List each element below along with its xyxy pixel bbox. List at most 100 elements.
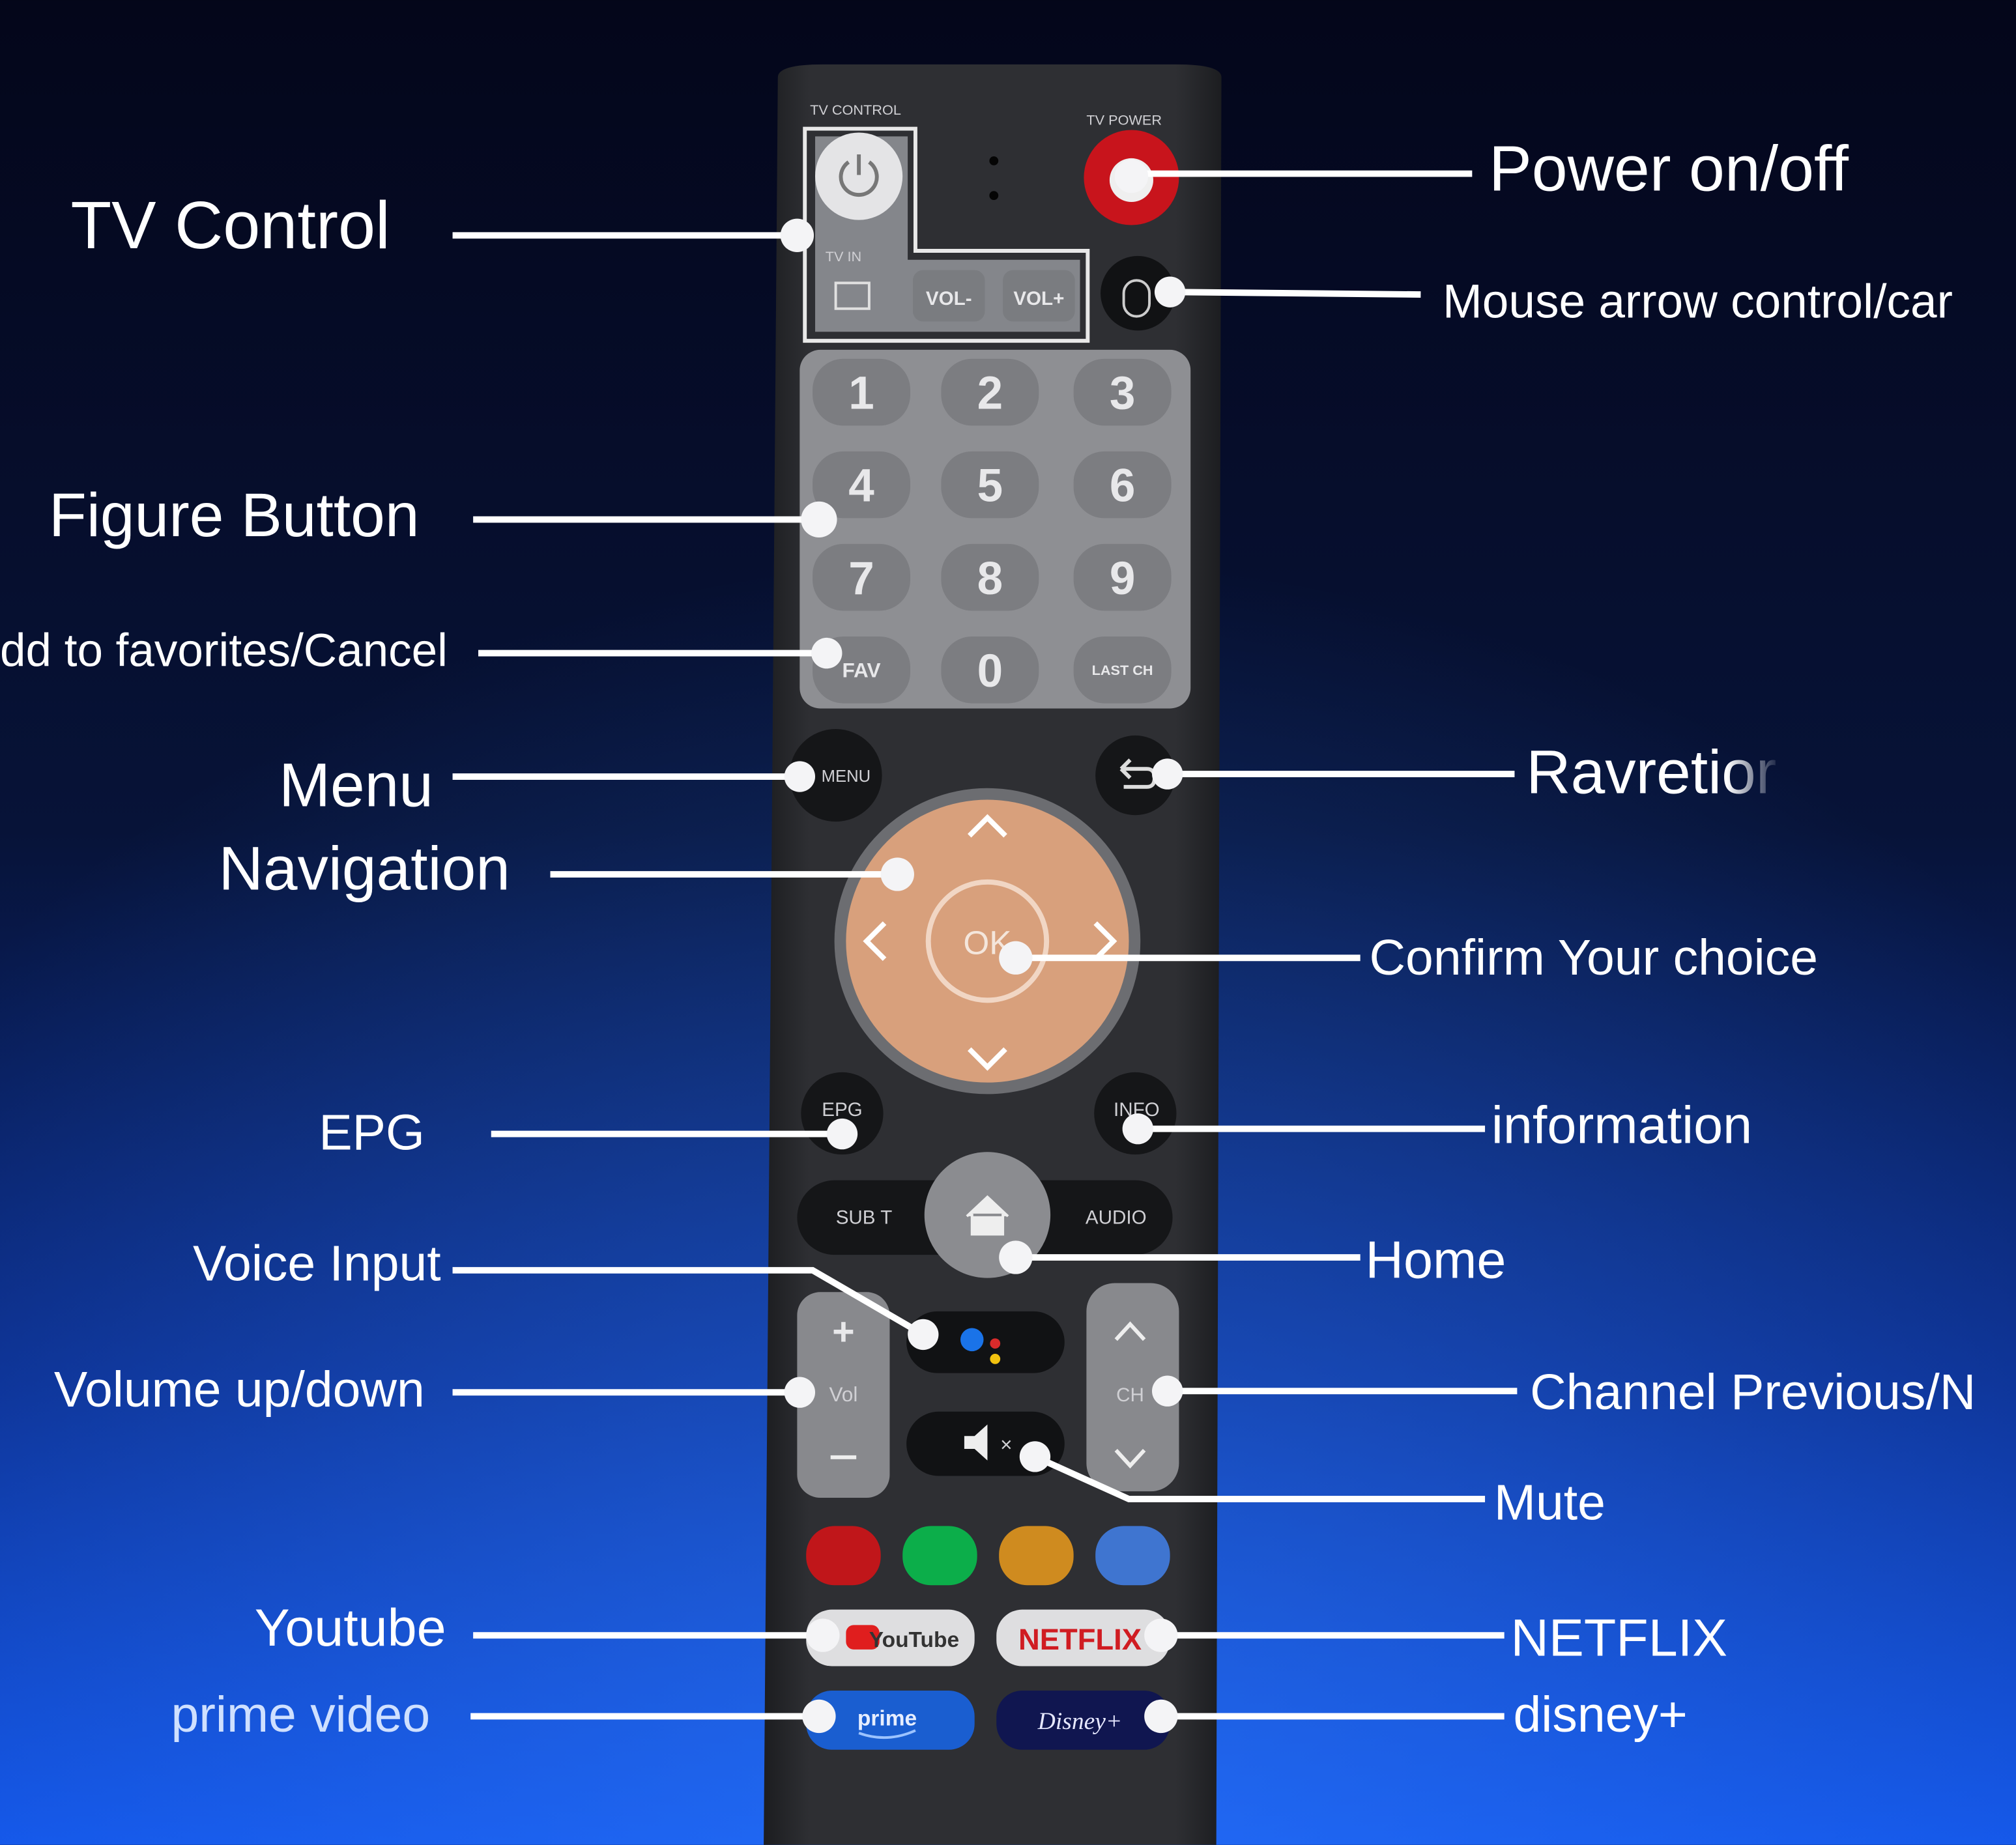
digit-0-button[interactable]: 0 — [941, 636, 1039, 704]
dpad-right-icon[interactable] — [1093, 921, 1117, 962]
leader-lines — [452, 170, 1518, 1720]
input-source-icon — [834, 281, 871, 310]
volume-down-icon[interactable] — [830, 1455, 857, 1459]
dpad-up-icon[interactable] — [968, 814, 1007, 838]
power-caption: TV POWER — [1086, 112, 1162, 128]
vol-rocker-label: Vol — [829, 1382, 857, 1406]
vol-minus-label: VOL- — [926, 288, 972, 309]
digit-2-button[interactable]: 2 — [941, 358, 1039, 426]
label-youtube: Youtube — [255, 1599, 446, 1657]
tv-vol-down-button[interactable]: VOL- — [912, 270, 985, 322]
ch-rocker-label: CH — [1116, 1384, 1144, 1406]
channel-rocker[interactable]: CH — [1086, 1283, 1179, 1492]
prime-key-label: prime — [857, 1706, 917, 1730]
dpad-down-icon[interactable] — [968, 1047, 1007, 1071]
digit-5-button[interactable]: 5 — [941, 451, 1039, 519]
assistant-icon — [960, 1328, 1001, 1364]
dpad-left-icon[interactable] — [863, 921, 887, 962]
digit-8-button[interactable]: 8 — [941, 543, 1039, 611]
key-label: 7 — [848, 553, 874, 605]
label-disney: disney+ — [1513, 1687, 1687, 1743]
red-color-button[interactable] — [806, 1526, 881, 1586]
key-label: FAV — [842, 659, 881, 682]
netflix-key-label: NETFLIX — [1018, 1623, 1142, 1656]
key-label: 2 — [977, 368, 1003, 420]
label-information: information — [1491, 1096, 1752, 1154]
label-tv-control: TV Control — [71, 188, 390, 263]
volume-up-icon[interactable]: + — [832, 1309, 855, 1353]
power-icon — [839, 154, 879, 197]
key-label: 8 — [977, 553, 1003, 605]
key-label: 0 — [977, 646, 1003, 697]
tv-power-button[interactable] — [815, 132, 903, 220]
digit-7-button[interactable]: 7 — [813, 543, 911, 611]
digit-6-button[interactable]: 6 — [1073, 451, 1172, 519]
return-button[interactable] — [1095, 735, 1175, 816]
digit-1-button[interactable]: 1 — [813, 358, 911, 426]
label-mute: Mute — [1494, 1475, 1606, 1531]
microphone-hole — [989, 156, 999, 165]
last-channel-button[interactable]: LAST CH — [1073, 636, 1172, 704]
key-label: LAST CH — [1092, 662, 1153, 678]
mute-x-icon: × — [1000, 1433, 1012, 1456]
label-menu: Menu — [279, 751, 433, 820]
label-volume: Volume up/down — [54, 1362, 425, 1418]
mouse-button[interactable] — [1101, 255, 1175, 331]
youtube-button[interactable]: YouTube — [806, 1609, 975, 1666]
label-prime-video: prime video — [171, 1687, 430, 1743]
channel-down-icon[interactable] — [1114, 1449, 1146, 1469]
tv-input-button[interactable] — [834, 281, 871, 310]
disney-key-label: Disney+ — [1037, 1708, 1122, 1735]
digit-4-button[interactable]: 4 — [813, 451, 911, 519]
key-label: 9 — [1110, 553, 1136, 605]
label-voice-input: Voice Input — [193, 1236, 441, 1292]
volume-rocker[interactable]: + Vol — [797, 1292, 890, 1498]
label-netflix: NETFLIX — [1511, 1609, 1728, 1668]
number-pad — [799, 349, 1191, 709]
key-label: 5 — [977, 461, 1003, 512]
tv-vol-up-button[interactable]: VOL+ — [1003, 270, 1075, 322]
subt-key-label: SUB T — [836, 1207, 893, 1229]
prime-video-button[interactable]: prime — [806, 1690, 975, 1750]
label-return: Ravretior — [1526, 738, 1776, 807]
prime-smile-icon — [858, 1729, 916, 1739]
audio-key-label: AUDIO — [1086, 1207, 1147, 1229]
youtube-key-label: YouTube — [869, 1628, 959, 1652]
home-icon — [966, 1195, 1009, 1236]
digit-9-button[interactable]: 9 — [1073, 543, 1172, 611]
menu-button[interactable]: MENU — [789, 729, 882, 822]
epg-key-label: EPG — [822, 1099, 862, 1121]
label-confirm: Confirm Your choice — [1369, 930, 1818, 986]
vol-plus-label: VOL+ — [1013, 288, 1064, 309]
youtube-logo-icon — [846, 1625, 880, 1650]
label-epg: EPG — [319, 1104, 424, 1160]
channel-up-icon[interactable] — [1114, 1321, 1146, 1341]
mouse-icon — [1122, 279, 1151, 318]
leader-dots — [780, 159, 1186, 1734]
key-label: 1 — [848, 368, 874, 420]
yellow-color-button[interactable] — [999, 1526, 1074, 1586]
label-power: Power on/off — [1489, 132, 1849, 204]
voice-button[interactable] — [906, 1311, 1065, 1373]
indicator-hole — [989, 191, 999, 201]
label-mouse: Mouse arrow control/car — [1443, 276, 1953, 328]
key-label: 4 — [848, 461, 874, 512]
menu-key-label: MENU — [822, 767, 871, 786]
tv-control-caption: TV CONTROL — [810, 102, 901, 118]
tv-control-outline — [803, 126, 1090, 343]
blue-color-button[interactable] — [1095, 1526, 1170, 1586]
label-figure-button: Figure Button — [49, 481, 420, 550]
key-label: 6 — [1110, 461, 1136, 512]
green-color-button[interactable] — [902, 1526, 977, 1586]
disney-plus-button[interactable]: Disney+ — [996, 1690, 1170, 1750]
ok-button[interactable]: OK — [925, 879, 1050, 1003]
digit-3-button[interactable]: 3 — [1073, 358, 1172, 426]
netflix-button[interactable]: NETFLIX — [996, 1609, 1170, 1666]
tv-in-caption: TV IN — [826, 248, 861, 265]
mute-icon — [964, 1424, 988, 1461]
label-favorites: dd to favorites/Cancel — [0, 625, 448, 676]
key-label: 3 — [1110, 368, 1136, 420]
label-navigation: Navigation — [218, 835, 510, 904]
label-channel: Channel Previous/N — [1530, 1364, 1976, 1420]
